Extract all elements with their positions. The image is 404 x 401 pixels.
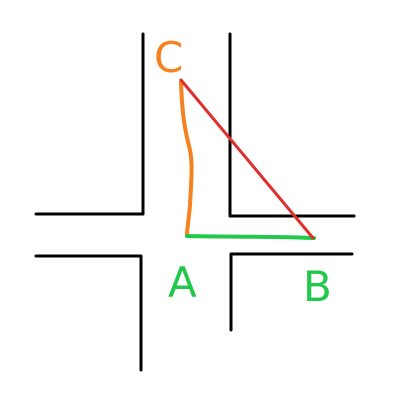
label-a: A [168, 258, 197, 307]
segment-cb [179, 78, 315, 240]
label-b: B [303, 262, 332, 311]
road-edge-bottom-right-corner [229, 252, 354, 332]
road-edges [34, 32, 356, 372]
road-edge-bottom-left-corner [34, 254, 143, 372]
road-edge-top-left-corner [34, 32, 145, 216]
label-c: C [154, 33, 183, 82]
road-edge-top-right-corner [228, 32, 356, 218]
segment-ca [179, 80, 194, 238]
vertex-labels: C A B [154, 33, 332, 311]
triangle [179, 78, 316, 240]
segment-ab [185, 234, 316, 240]
